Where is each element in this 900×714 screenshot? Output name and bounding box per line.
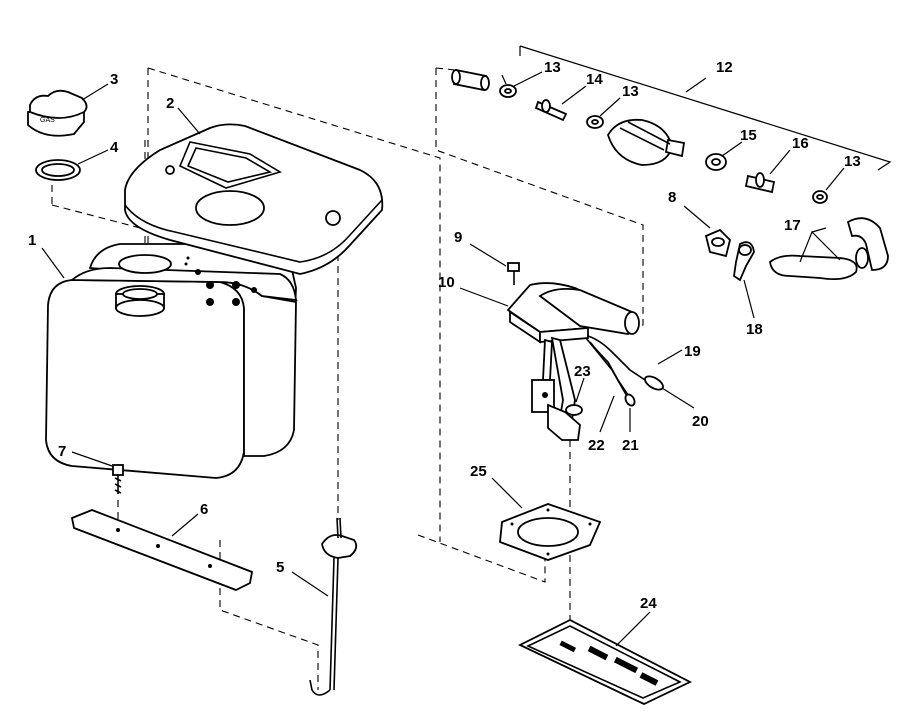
callout-23: 23 — [574, 363, 591, 380]
callout-4: 4 — [110, 139, 119, 156]
callout-labels: 1 2 3 4 5 6 7 8 9 10 11 12 13 13 13 14 1… — [28, 59, 861, 612]
callout-3: 3 — [110, 71, 118, 88]
callout-8: 8 — [668, 189, 676, 206]
callout-13c: 13 — [844, 153, 861, 170]
screw-9 — [507, 262, 520, 285]
callout-12: 12 — [716, 59, 733, 76]
callout-24: 24 — [640, 595, 657, 612]
callout-5: 5 — [276, 559, 284, 576]
callout-9: 9 — [454, 229, 462, 246]
callout-7: 7 — [58, 443, 66, 460]
mounting-bracket — [70, 509, 254, 591]
callout-15: 15 — [740, 127, 757, 144]
callout-14: 14 — [586, 71, 603, 88]
callout-17: 17 — [784, 217, 801, 234]
callout-10: 10 — [438, 274, 455, 291]
callout-13a: 13 — [544, 59, 561, 76]
callout-18: 18 — [746, 321, 763, 338]
fuel-line-parts — [451, 68, 889, 282]
fuel-tank — [45, 243, 298, 479]
callout-25: 25 — [470, 463, 487, 480]
callout-13b: 13 — [622, 83, 639, 100]
screw-7 — [112, 464, 124, 494]
callout-6: 6 — [200, 501, 208, 518]
callout-16: 16 — [792, 135, 809, 152]
callout-22: 22 — [588, 437, 605, 454]
callout-leaders — [41, 45, 892, 647]
decal-plate — [517, 618, 693, 705]
filler-cap: GAS — [27, 89, 88, 137]
callout-20: 20 — [692, 413, 709, 430]
fuel-pickup-assembly — [506, 282, 640, 441]
tank-cover — [124, 123, 384, 275]
o-ring — [35, 159, 81, 181]
fuel-gauge — [309, 517, 358, 696]
callout-1: 1 — [28, 232, 36, 249]
sender-wires — [585, 335, 664, 407]
callout-21: 21 — [622, 437, 639, 454]
callout-19: 19 — [684, 343, 701, 360]
callout-2: 2 — [166, 95, 174, 112]
svg-text:GAS: GAS — [40, 117, 55, 124]
gasket — [499, 503, 602, 561]
